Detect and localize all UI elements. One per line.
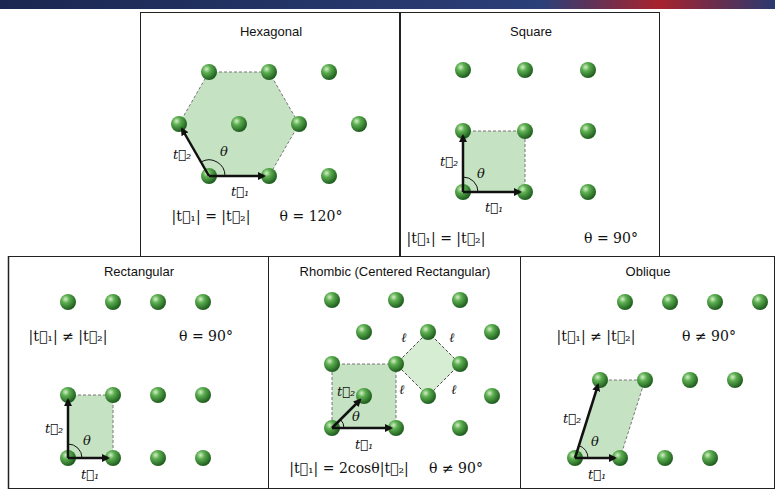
panel-title: Hexagonal bbox=[240, 24, 302, 39]
lattice-condition: |t⃗₁| = |t⃗₂| bbox=[172, 208, 251, 224]
lattice-condition: |t⃗₁| ≠ |t⃗₂| bbox=[29, 328, 108, 344]
unit-cell bbox=[575, 380, 645, 458]
vector-label: t⃗₁ bbox=[231, 184, 249, 199]
vector-label: t⃗₁ bbox=[81, 467, 99, 482]
unit-cell bbox=[179, 72, 299, 176]
lattice-condition: |t⃗₁| = 2cosθ|t⃗₂| bbox=[289, 460, 409, 476]
vector-label: θ bbox=[477, 166, 485, 181]
lattice-points bbox=[455, 62, 596, 200]
vector-label: t⃗₁ bbox=[355, 437, 373, 452]
lattice-points bbox=[567, 294, 768, 466]
lattice-vector bbox=[462, 136, 465, 192]
vector-label: t⃗₁ bbox=[485, 200, 503, 215]
lattice-vector bbox=[575, 457, 615, 460]
lattice-panel: Rectangular |t⃗₁| ≠ |t⃗₂| θ = 90° bbox=[8, 256, 269, 489]
unit-cell bbox=[68, 395, 113, 458]
lattice-condition: |t⃗₁| = |t⃗₂| bbox=[407, 230, 486, 246]
angle-arc bbox=[68, 444, 82, 458]
lattice-points bbox=[60, 294, 211, 466]
panel-title: Oblique bbox=[626, 264, 671, 279]
lattice-points bbox=[324, 292, 500, 436]
lattice-panel: Square |t⃗₁| = |t⃗₂| θ = 90° bbox=[400, 12, 660, 257]
vector-label: θ bbox=[220, 144, 228, 159]
lattice-condition: θ = 90° bbox=[179, 328, 233, 344]
lattice-panel: Rhombic (Centered Rectangular) |t⃗₁| = 2c… bbox=[268, 256, 521, 489]
vector-label: t⃗₁ bbox=[588, 467, 606, 482]
lattice-condition: θ ≠ 90° bbox=[682, 328, 736, 344]
lattice-condition: θ = 90° bbox=[584, 230, 638, 246]
angle-arc bbox=[341, 420, 345, 429]
vector-label: ℓ bbox=[399, 382, 404, 398]
unit-cell bbox=[332, 364, 396, 428]
lattice-condition: |t⃗₁| ≠ |t⃗₂| bbox=[557, 328, 636, 344]
lattice-vector bbox=[332, 400, 360, 428]
angle-arc bbox=[579, 446, 588, 458]
lattice-vector bbox=[463, 191, 520, 194]
vector-label: ℓ bbox=[451, 382, 456, 398]
vector-label: θ bbox=[591, 434, 599, 449]
vector-label: θ bbox=[352, 409, 360, 424]
lattice-vector bbox=[209, 175, 264, 178]
panel-title: Rhombic (Centered Rectangular) bbox=[300, 264, 491, 279]
vector-label: t⃗₂ bbox=[440, 154, 458, 169]
lattice-panel: Oblique |t⃗₁| ≠ |t⃗₂| θ ≠ 90° bbox=[520, 256, 775, 489]
angle-arc bbox=[463, 177, 478, 192]
panel-title: Square bbox=[510, 24, 552, 39]
header-band bbox=[0, 0, 775, 9]
vector-label: ℓ bbox=[401, 330, 406, 346]
lattice-condition: θ = 120° bbox=[280, 208, 343, 224]
vector-label: t⃗₂ bbox=[563, 411, 581, 426]
lattice-panel: Hexagonal |t⃗₁| = |t⃗₂| θ = 120° bbox=[140, 12, 400, 257]
vector-label: t⃗₂ bbox=[337, 384, 355, 399]
vector-label: t⃗₂ bbox=[45, 421, 63, 436]
panel-title: Rectangular bbox=[104, 264, 174, 279]
vector-label: t⃗₂ bbox=[173, 147, 191, 162]
lattice-condition: θ ≠ 90° bbox=[429, 460, 483, 476]
lattice-points bbox=[171, 64, 367, 184]
lattice-vector bbox=[68, 457, 108, 460]
lattice-vector bbox=[332, 427, 391, 430]
vector-label: θ bbox=[83, 433, 91, 448]
unit-cell bbox=[463, 131, 525, 192]
lattice-vector bbox=[67, 400, 70, 458]
vector-label: ℓ bbox=[449, 330, 454, 346]
